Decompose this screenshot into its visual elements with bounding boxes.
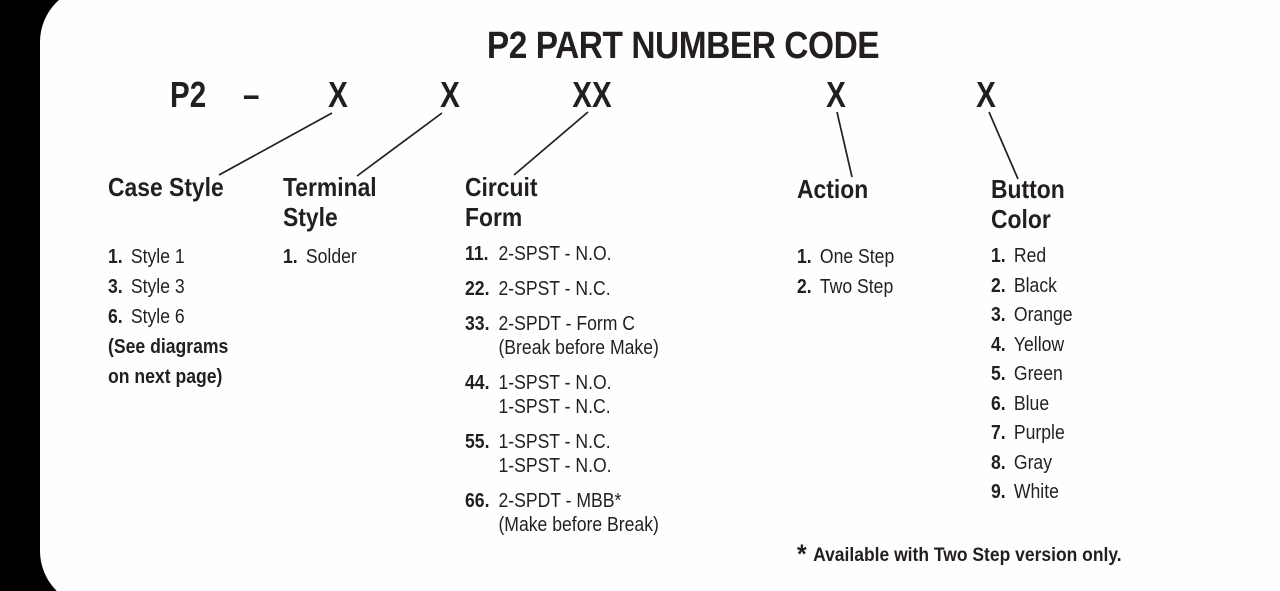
option-sublabel: (Make before Break) (498, 514, 659, 536)
list-item: 33. 2-SPDT - Form C (Break before Make) (465, 313, 659, 359)
code-field-terminal-style: X (440, 74, 460, 115)
case-style-note: (See diagrams on next page) (108, 336, 229, 388)
circuit-form-header: Circuit Form (465, 172, 538, 232)
list-item: 3.Style 3 (108, 272, 228, 302)
action-options: 1.One Step 2.Two Step (797, 242, 894, 302)
option-label: Style 3 (130, 276, 185, 298)
option-label: White (1013, 481, 1059, 503)
list-item: 1.Solder (283, 242, 377, 272)
terminal-style-column: Terminal Style 1.Solder (283, 172, 377, 272)
circuit-form-options: 11. 2-SPST - N.O. 22. 2-SPST - N.C. 33. … (465, 242, 659, 537)
code-field-action: X (826, 74, 846, 115)
action-column: Action 1.One Step 2.Two Step (797, 174, 894, 302)
code-field-button-color: X (976, 74, 996, 115)
option-label: Two Step (819, 276, 894, 298)
option-label: 2-SPST - N.O. (498, 243, 612, 265)
footnote: * Available with Two Step version only. (797, 541, 1122, 568)
code-prefix: P2 (170, 74, 207, 115)
circuit-form-column: Circuit Form 11. 2-SPST - N.O. 22. 2-SPS… (465, 172, 659, 548)
option-label: Solder (305, 246, 357, 268)
code-separator: – (243, 74, 260, 115)
option-label: Orange (1013, 304, 1073, 326)
button-color-column: Button Color 1.Red 2.Black 3.Orange 4.Ye… (991, 174, 1073, 508)
option-sublabel: 1-SPST - N.O. (498, 455, 612, 477)
option-label: 2-SPST - N.C. (498, 278, 611, 300)
list-item: 1.Red (991, 242, 1073, 272)
action-header: Action (797, 174, 869, 204)
list-item: 4.Yellow (991, 331, 1073, 361)
footnote-asterisk: * (797, 539, 807, 569)
list-item: 9.White (991, 478, 1073, 508)
terminal-style-options: 1.Solder (283, 242, 377, 272)
list-item: 2.Two Step (797, 272, 894, 302)
option-label: Red (1013, 245, 1047, 267)
option-label: Yellow (1013, 333, 1065, 356)
code-field-case-style: X (328, 74, 348, 115)
list-item: 1.Style 1 (108, 242, 228, 272)
option-label: 2-SPDT - Form C (Break before Make) (498, 313, 659, 359)
list-item: 5.Green (991, 360, 1073, 390)
list-item: 3.Orange (991, 301, 1073, 331)
case-style-options: 1.Style 1 3.Style 3 6.Style 6 (108, 242, 228, 332)
page-title: P2 PART NUMBER CODE (486, 25, 880, 67)
list-item: 22. 2-SPST - N.C. (465, 278, 611, 300)
option-label: Green (1013, 363, 1063, 385)
case-style-header: Case Style (108, 172, 224, 202)
button-color-header: Button Color (991, 174, 1065, 234)
option-label: Blue (1013, 392, 1050, 415)
list-item: 6.Blue (991, 390, 1073, 420)
catalog-page-surface (40, 0, 1280, 591)
option-sublabel: 1-SPST - N.C. (498, 396, 611, 418)
option-label: 1-SPST - N.O. 1-SPST - N.C. (498, 372, 612, 418)
list-item: 44. 1-SPST - N.O. 1-SPST - N.C. (465, 372, 612, 418)
option-label: Style 6 (130, 306, 185, 328)
terminal-style-header: Terminal Style (283, 172, 377, 232)
list-item: 1.One Step (797, 242, 894, 272)
option-label: Gray (1013, 451, 1053, 474)
list-item: 6.Style 6 (108, 302, 228, 332)
list-item: 55. 1-SPST - N.C. 1-SPST - N.O. (465, 431, 612, 477)
list-item: 2.Black (991, 272, 1073, 302)
option-label: One Step (819, 246, 895, 268)
list-item: 7.Purple (991, 419, 1073, 449)
option-label: Style 1 (130, 246, 185, 268)
footnote-text: Available with Two Step version only. (813, 545, 1122, 566)
option-label: Black (1013, 274, 1057, 297)
option-sublabel: (Break before Make) (498, 337, 659, 359)
list-item: 8.Gray (991, 449, 1073, 479)
list-item: 66. 2-SPDT - MBB* (Make before Break) (465, 490, 659, 536)
button-color-options: 1.Red 2.Black 3.Orange 4.Yellow 5.Green … (991, 242, 1073, 508)
case-style-column: Case Style 1.Style 1 3.Style 3 6.Style 6… (108, 172, 228, 392)
option-label: Purple (1013, 422, 1065, 444)
option-label: 2-SPDT - MBB* (Make before Break) (498, 490, 659, 536)
code-field-circuit-form: XX (572, 74, 612, 115)
list-item: 11. 2-SPST - N.O. (465, 243, 612, 265)
option-label: 1-SPST - N.C. 1-SPST - N.O. (498, 431, 612, 477)
